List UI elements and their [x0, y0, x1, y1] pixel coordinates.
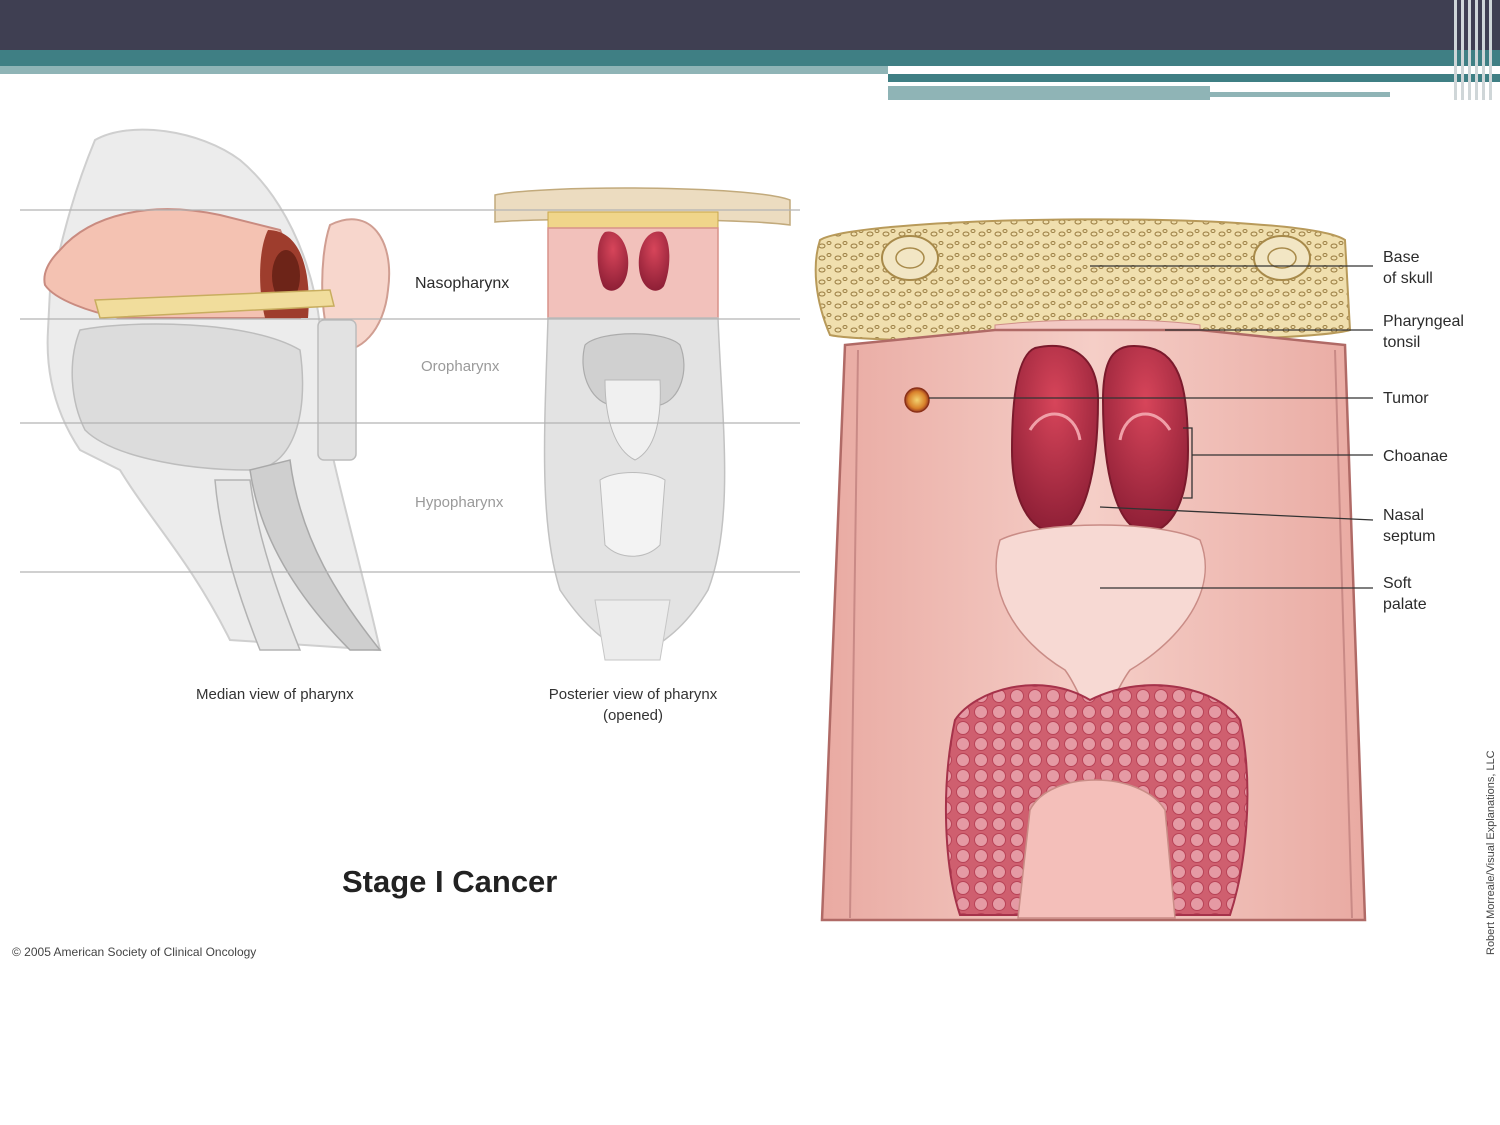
- header-bar-teal: [0, 50, 1500, 66]
- illustrator-credit: Robert Morreale/Visual Explanations, LLC: [1485, 750, 1497, 955]
- label-soft-palate-2: palate: [1383, 596, 1427, 613]
- caption-median-view: Median view of pharynx: [196, 686, 354, 703]
- median-view-illustration: [43, 128, 391, 652]
- header-bar-right-teal: [888, 74, 1500, 82]
- caption-posterior-view-opened: (opened): [603, 707, 663, 724]
- header-bar-right-thin: [1210, 92, 1390, 97]
- label-nasal-septum: Nasal: [1383, 507, 1424, 524]
- header-bar-right-light: [888, 86, 1210, 100]
- label-choanae: Choanae: [1383, 448, 1448, 465]
- tumor-marker: [904, 387, 930, 413]
- region-divider-lines: [20, 209, 800, 573]
- label-pharyngeal-tonsil: Pharyngeal: [1383, 313, 1464, 330]
- label-base-of-skull-2: of skull: [1383, 270, 1433, 287]
- label-base-of-skull: Base: [1383, 249, 1420, 266]
- stage-title: Stage I Cancer: [342, 864, 557, 899]
- header-bar-light: [0, 66, 888, 74]
- posterior-view-illustration: [494, 187, 791, 661]
- header-stripes: [1454, 0, 1492, 100]
- caption-posterior-view: Posterier view of pharynx: [549, 686, 718, 703]
- label-nasopharynx: Nasopharynx: [415, 275, 509, 292]
- label-pharyngeal-tonsil-2: tonsil: [1383, 334, 1420, 351]
- detail-view-illustration: [814, 218, 1367, 922]
- label-hypopharynx: Hypopharynx: [415, 494, 504, 511]
- header-bar-dark: [0, 0, 1500, 50]
- copyright-notice: © 2005 American Society of Clinical Onco…: [12, 945, 256, 959]
- label-tumor: Tumor: [1383, 390, 1429, 407]
- leader-lines: [929, 265, 1374, 589]
- label-oropharynx: Oropharynx: [421, 358, 500, 375]
- label-soft-palate: Soft: [1383, 575, 1412, 592]
- label-nasal-septum-2: septum: [1383, 528, 1435, 545]
